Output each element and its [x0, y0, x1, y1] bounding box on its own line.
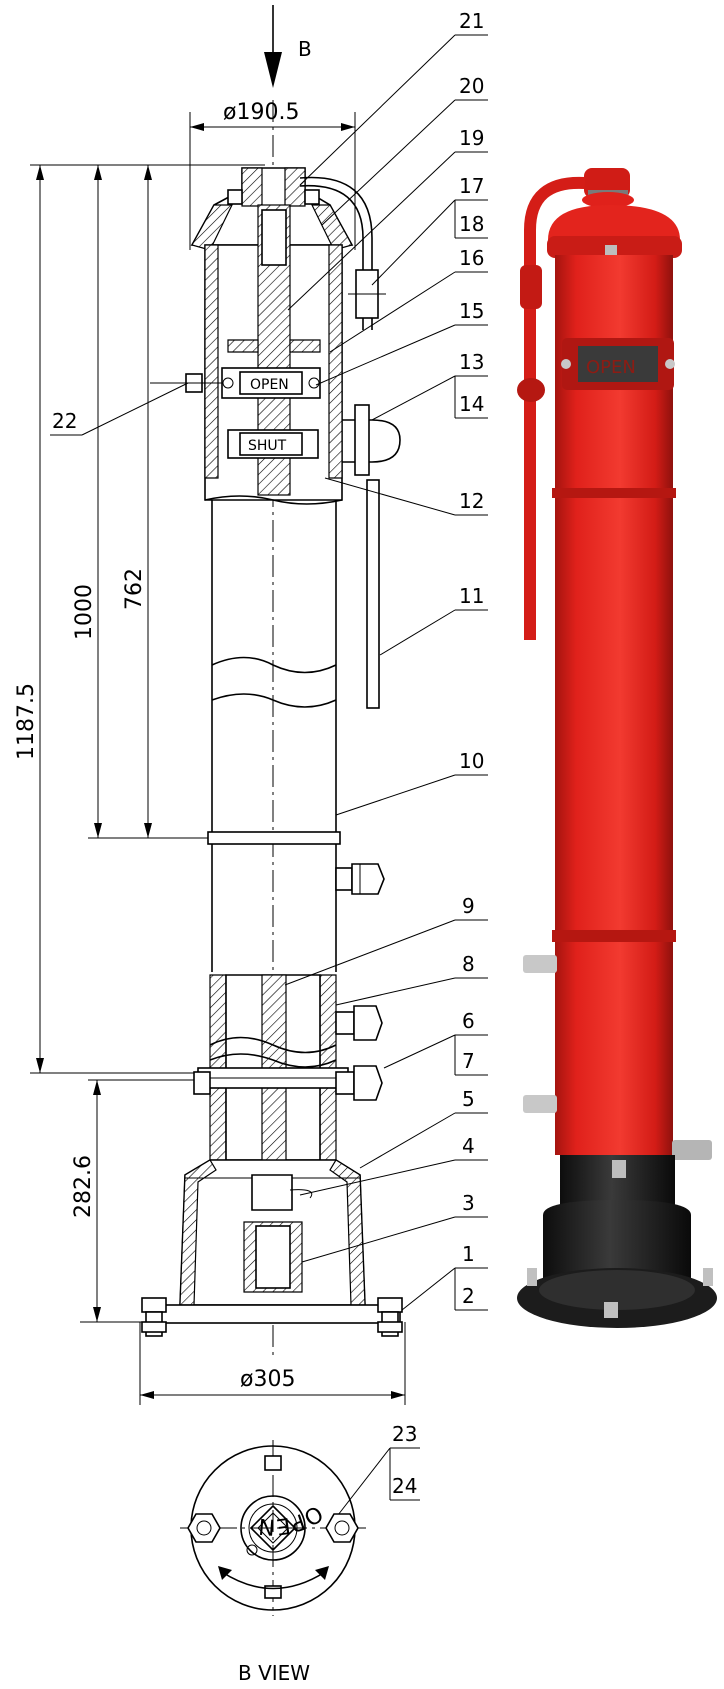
view-b-arrow: B [264, 5, 312, 88]
b-view-bolt-right [325, 1513, 359, 1543]
photo-open-plate: OPEN [586, 357, 636, 378]
top-diameter-dimension: ø190.5 [189, 100, 356, 250]
base-diameter-dimension: ø305 [139, 1322, 406, 1405]
callout-7: 7 [462, 1049, 475, 1073]
callout-11: 11 [459, 584, 484, 608]
callout-4: 4 [462, 1134, 475, 1158]
callout-2: 2 [462, 1284, 475, 1308]
barrel-bolt [335, 863, 385, 895]
callout-16: 16 [459, 246, 484, 270]
b-view-caption: B VIEW [238, 1661, 310, 1685]
height-1000-text: 1000 [72, 584, 97, 640]
callout-6: 6 [462, 1009, 475, 1033]
b-view: OPEN B VIEW [180, 1440, 366, 1685]
drawing-shut-plate: SHUT [248, 438, 287, 454]
callout-3: 3 [462, 1191, 475, 1215]
lower-bolts [193, 1005, 383, 1101]
b-view-bolt-left [187, 1513, 221, 1543]
height-282-text: 282.6 [71, 1155, 96, 1218]
callout-13: 13 [459, 350, 484, 374]
top-diameter-text: ø190.5 [223, 100, 299, 125]
valve-head-section: OPEN SHUT [150, 167, 401, 709]
callout-23: 23 [392, 1422, 417, 1446]
b-view-ring-text: OPEN [258, 1500, 327, 1539]
view-arrow-label: B [298, 37, 312, 61]
callout-18: 18 [459, 212, 484, 236]
callout-9: 9 [462, 894, 475, 918]
callout-labels: 21 20 19 17 18 16 15 [50, 9, 488, 1516]
callout-10: 10 [459, 749, 484, 773]
callout-15: 15 [459, 299, 484, 323]
lower-section [141, 974, 403, 1337]
height-762-text: 762 [122, 568, 147, 610]
callout-22: 22 [52, 409, 77, 433]
height-1187-text: 1187.5 [14, 683, 39, 760]
callout-8: 8 [462, 952, 475, 976]
callout-12: 12 [459, 489, 484, 513]
callout-21: 21 [459, 9, 484, 33]
base-bolt-left [141, 1297, 167, 1337]
base-diameter-text: ø305 [240, 1367, 295, 1392]
callout-24: 24 [392, 1474, 417, 1498]
callout-14: 14 [459, 392, 484, 416]
barrel-section [207, 500, 385, 972]
callout-19: 19 [459, 126, 484, 150]
callout-20: 20 [459, 74, 484, 98]
callout-1: 1 [462, 1242, 475, 1266]
section-drawing: B ø190.5 1187.5 1000 762 [14, 5, 488, 1685]
callout-5: 5 [462, 1087, 475, 1111]
hydrant-photo: OPEN [517, 168, 717, 1328]
base-bolt-right [377, 1297, 403, 1337]
drawing-open-plate: OPEN [250, 377, 289, 393]
callout-17: 17 [459, 174, 484, 198]
